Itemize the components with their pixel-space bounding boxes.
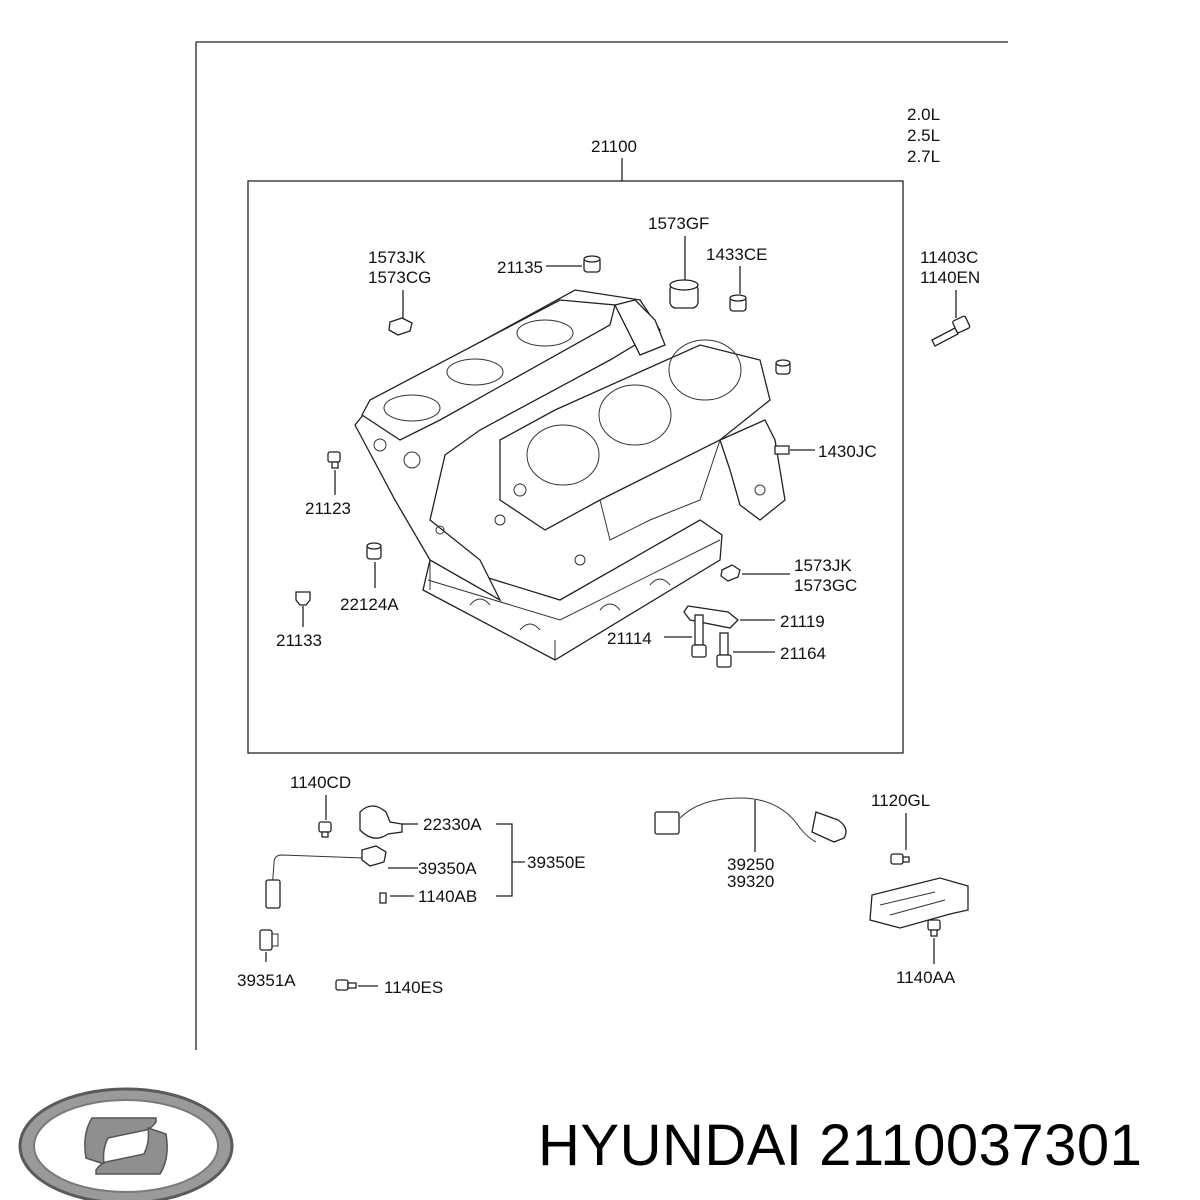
label-21100: 21100 (591, 137, 637, 156)
label-11403c: 11403C (920, 248, 978, 267)
dowel-1433ce-icon (729, 294, 747, 312)
label-21123: 21123 (305, 499, 351, 518)
label-39350a: 39350A (418, 859, 477, 878)
brand-part-number: HYUNDAI 2110037301 (538, 1112, 1142, 1179)
bolt-1140aa-icon (927, 919, 941, 937)
cylinder-block-illustration (354, 289, 786, 661)
sensor-22330a-icon (359, 805, 403, 839)
bracket-39350e (496, 823, 525, 897)
sensor-harness-39250-icon (654, 797, 847, 843)
bushing-22124a-icon (366, 542, 382, 560)
dowel-right-icon (775, 359, 791, 375)
bolt-21164-icon (716, 632, 732, 668)
label-21114: 21114 (607, 629, 652, 648)
label-39351a: 39351A (237, 971, 296, 990)
plug-21133-icon (295, 591, 311, 606)
label-1140ab: 1140AB (418, 887, 477, 906)
label-1140es: 1140ES (384, 978, 443, 997)
bolt-1120gl-icon (890, 853, 910, 865)
label-1430jc: 1430JC (818, 442, 877, 461)
label-1140en: 1140EN (920, 268, 980, 287)
label-1573cg: 1573CG (368, 268, 431, 287)
label-1573jk-top: 1573JK (368, 248, 426, 267)
variant-2-5l: 2.5L (907, 126, 940, 145)
bolt-21114-icon (691, 614, 707, 658)
label-21135: 21135 (497, 258, 543, 277)
label-39320: 39320 (727, 872, 774, 891)
label-1573jk-bottom: 1573JK (794, 556, 852, 575)
dowel-21135-icon (583, 255, 601, 273)
label-1573gf: 1573GF (648, 214, 709, 233)
label-1573gc: 1573GC (794, 576, 857, 595)
brand-name: HYUNDAI (538, 1113, 803, 1178)
block-assembly-frame (247, 180, 904, 754)
clip-39351a-icon (259, 929, 279, 951)
bolt-1140cd-icon (318, 821, 332, 838)
sensor-39350a-icon (265, 845, 387, 909)
label-39250: 39250 (727, 855, 774, 874)
label-39350e: 39350E (527, 853, 586, 872)
label-1433ce: 1433CE (706, 245, 767, 264)
bolt-1140es-icon (335, 979, 357, 991)
bolt-11403c-icon (931, 315, 971, 347)
plug-1573jk-bottom-icon (720, 564, 741, 582)
mounting-bracket-icon (869, 877, 969, 929)
plug-1430jc-icon (774, 445, 790, 455)
plug-1573jk-icon (388, 317, 413, 336)
hyundai-logo-icon (18, 1087, 234, 1200)
label-21133: 21133 (276, 631, 322, 650)
variant-2-0l: 2.0L (907, 105, 940, 124)
label-22330a: 22330A (423, 815, 482, 834)
variant-2-7l: 2.7L (907, 147, 940, 166)
label-21164: 21164 (780, 644, 826, 663)
label-1140aa: 1140AA (896, 968, 956, 987)
plug-1573gf-icon (669, 279, 699, 309)
plate-21119-icon (683, 605, 739, 629)
label-22124a: 22124A (340, 595, 399, 614)
part-number: 2110037301 (819, 1113, 1143, 1178)
label-1120gl: 1120GL (871, 791, 930, 810)
label-21119: 21119 (780, 612, 825, 631)
bolt-1140ab-icon (379, 892, 387, 904)
label-1140cd: 1140CD (290, 773, 351, 792)
bolt-21123-icon (327, 451, 341, 469)
